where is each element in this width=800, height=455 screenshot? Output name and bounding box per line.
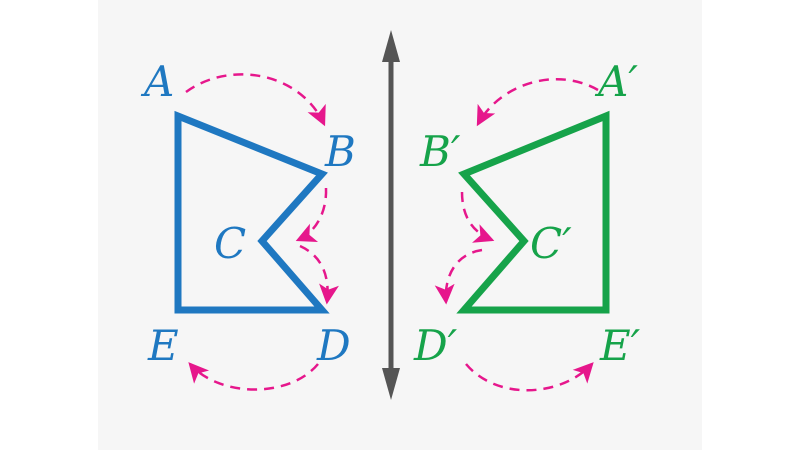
arrow-c-prime-to-d-prime xyxy=(434,248,483,305)
mirror-line xyxy=(382,30,400,400)
label-e-prime: E′ xyxy=(599,321,641,370)
reflection-order-arrows xyxy=(434,77,599,392)
arrow-d-prime-to-e-prime xyxy=(465,362,594,392)
arrow-a-to-b xyxy=(185,73,326,127)
mirror-line-top-arrowhead xyxy=(382,30,400,62)
arrow-d-to-e xyxy=(188,362,319,391)
label-a: A xyxy=(140,57,174,106)
label-b: B xyxy=(324,127,356,176)
arrow-b-to-c xyxy=(295,187,328,243)
arrow-c-to-d xyxy=(299,244,339,305)
label-d: D xyxy=(316,321,351,370)
reflected-shape xyxy=(456,110,610,314)
label-b-prime: B′ xyxy=(419,127,461,176)
original-shape xyxy=(174,110,330,314)
mirror-line-bottom-arrowhead xyxy=(382,368,400,400)
original-order-arrows xyxy=(185,73,339,391)
arrow-a-prime-to-b-prime xyxy=(476,77,599,127)
label-a-prime: A′ xyxy=(594,57,638,106)
label-d-prime: D′ xyxy=(413,321,458,370)
label-e: E xyxy=(147,321,179,370)
arrow-b-prime-to-c-prime xyxy=(460,191,495,243)
label-c: C xyxy=(214,219,246,268)
label-c-prime: C′ xyxy=(530,219,572,268)
